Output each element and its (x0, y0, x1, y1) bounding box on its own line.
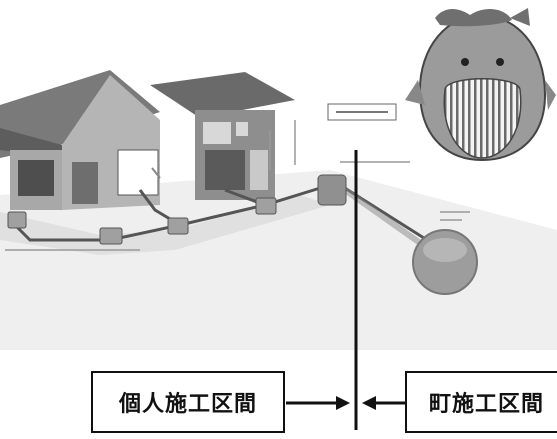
house-illustration (0, 70, 295, 210)
arrow-right-icon (286, 396, 350, 410)
town-section-label: 町施工区間 (405, 371, 557, 433)
arrow-left-icon (362, 396, 405, 410)
whale-mascot-icon (405, 8, 556, 162)
illustration-annotations (5, 103, 470, 251)
individual-section-label: 個人施工区間 (91, 371, 285, 433)
pipe-lower-edge (343, 187, 432, 253)
inspection-basin-icon (7, 174, 347, 245)
